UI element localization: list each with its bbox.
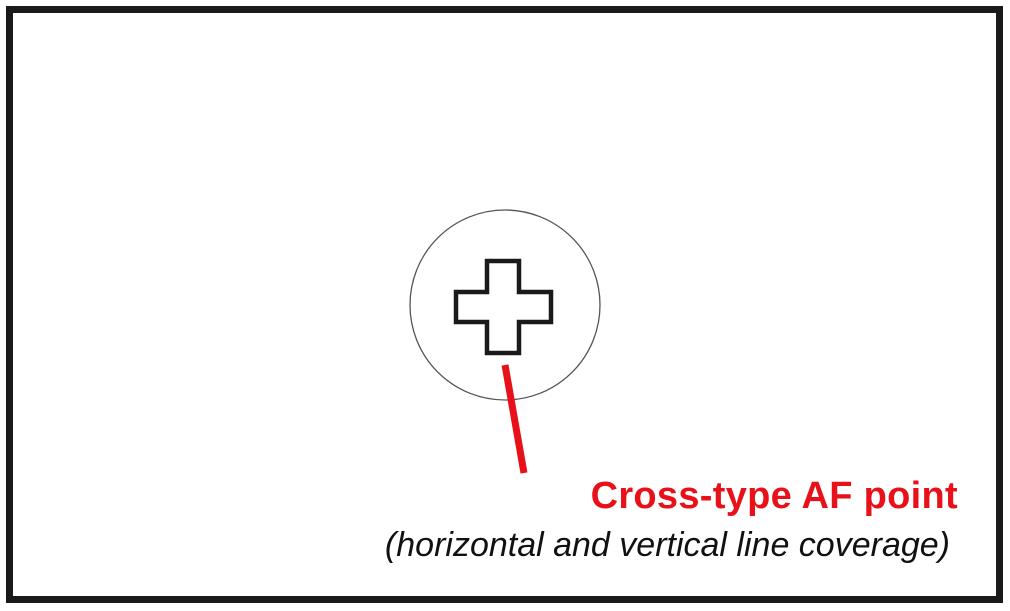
- diagram-title: Cross-type AF point: [590, 475, 958, 517]
- diagram-subtitle: (horizontal and vertical line coverage): [384, 526, 950, 564]
- cross-type-af-point-icon: [453, 258, 554, 356]
- af-area-circle: [409, 209, 601, 401]
- red-leader-line: [501, 364, 528, 474]
